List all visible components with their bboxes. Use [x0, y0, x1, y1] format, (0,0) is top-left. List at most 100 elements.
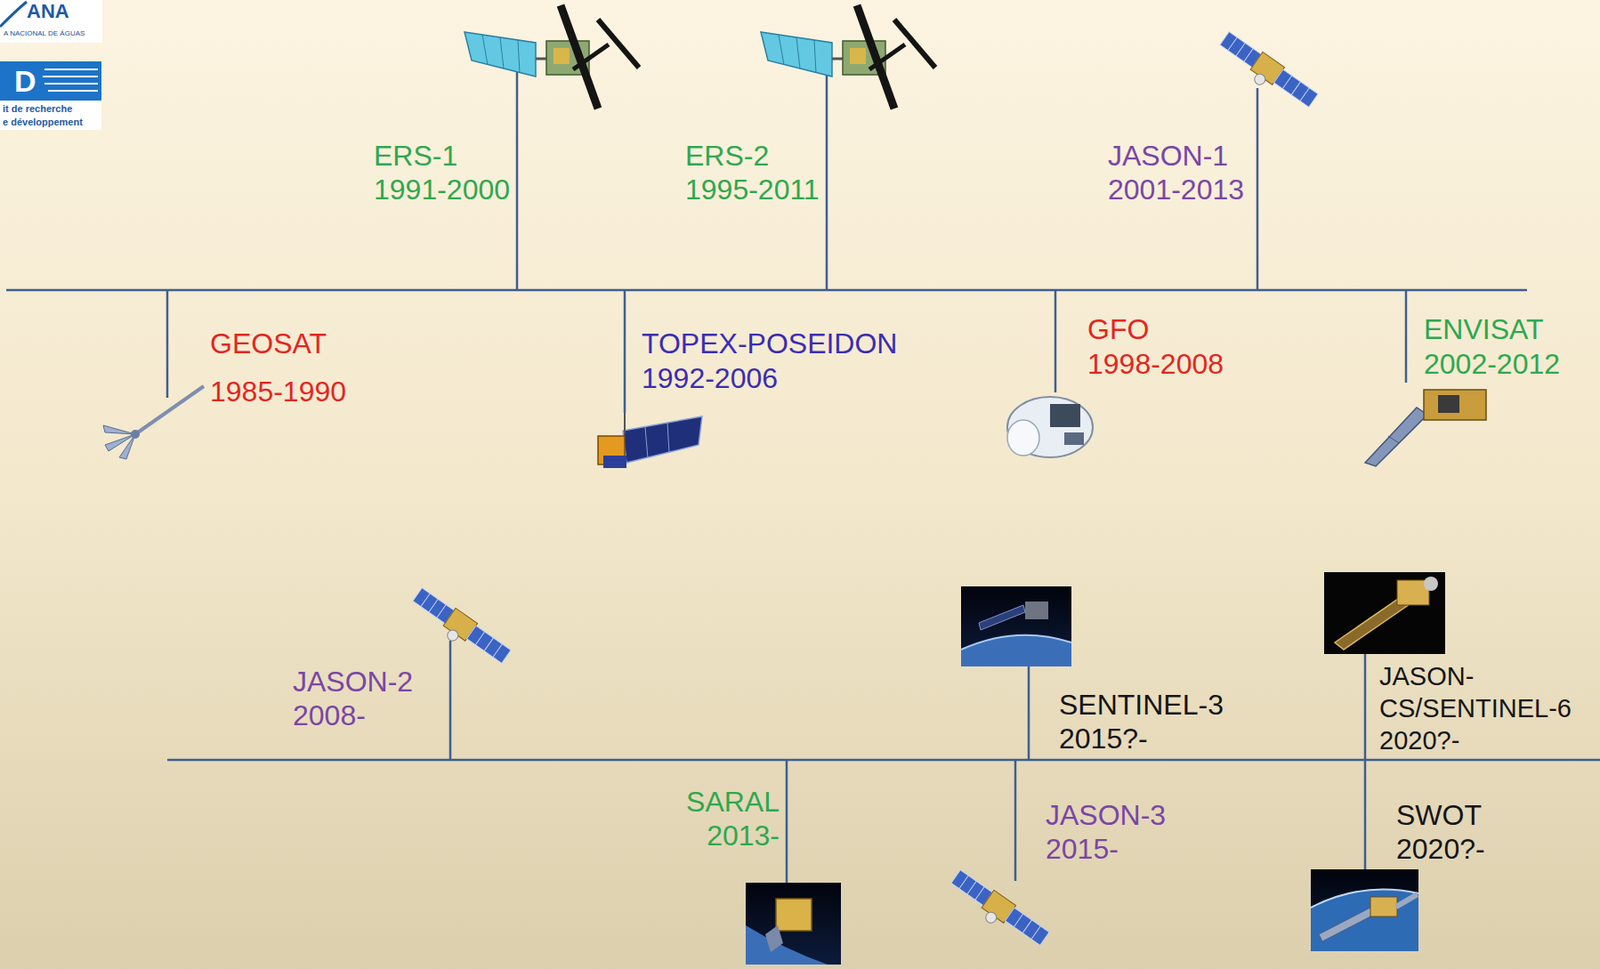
- satellite-name: SENTINEL-3: [1058, 687, 1224, 722]
- satellite-name: GEOSAT: [210, 326, 327, 361]
- envisat-icon: [1423, 389, 1487, 421]
- timeline-tick: [167, 71, 1407, 883]
- text-part: de: [11, 103, 24, 114]
- mission-years: 2002-2012: [1423, 347, 1560, 381]
- satellite-name: SWOT: [1396, 798, 1482, 833]
- satellite-icon: [945, 867, 1051, 954]
- envisat-icon: [1365, 407, 1428, 467]
- satellite-name: JASON-2: [292, 664, 413, 699]
- timeline-tick: [449, 640, 453, 760]
- logo-art: [0, 61, 102, 101]
- text-part: A: [3, 29, 9, 38]
- satellite-name: ENVISAT: [1423, 312, 1544, 347]
- timeline-tick: [1054, 290, 1058, 393]
- text-part: GEOSAT: [210, 327, 327, 360]
- timeline-tick: [1027, 666, 1031, 760]
- mission-years: 2001-2013: [1107, 172, 1245, 207]
- topex-icon: [603, 455, 627, 469]
- text-part: ANA: [26, 0, 70, 23]
- logo-text: it de recherche: [2, 102, 73, 115]
- satellite-icon: [760, 5, 936, 109]
- satellite-photo: [1395, 891, 1419, 910]
- text-part: 1991-2000: [373, 173, 510, 206]
- envisat-icon: [1438, 395, 1460, 413]
- geosat-icon: [103, 386, 204, 460]
- logo-text: e développement: [2, 115, 83, 129]
- text-part: JASON-2: [292, 665, 413, 698]
- timeline-axis: [6, 290, 1600, 760]
- satellite-photo: [1324, 572, 1446, 655]
- satellite-photo: [961, 586, 1072, 667]
- satellite-name: JASON- CS/SENTINEL-6: [1379, 660, 1598, 725]
- gfo-icon: [1007, 396, 1093, 458]
- text-part: D: [14, 64, 37, 98]
- text-part: DE: [48, 29, 58, 38]
- satellite-icon: [406, 5, 1320, 954]
- satellite-name: ERS-1: [373, 138, 458, 173]
- timeline-tick: [623, 290, 627, 413]
- satellite-name: GFO: [1087, 312, 1149, 347]
- gfo-icon: [1064, 432, 1084, 445]
- text-part: ERS-1: [373, 139, 458, 172]
- text-part: e: [2, 116, 9, 128]
- logo-art: [44, 68, 98, 71]
- mission-years: 1992-2006: [641, 361, 778, 396]
- mission-years: 2020?-: [1379, 724, 1460, 757]
- envisat-icon: [1365, 389, 1487, 467]
- topex-icon: [667, 422, 670, 453]
- timeline-tick: [785, 759, 789, 883]
- satellite-photo: [1025, 601, 1049, 620]
- text-part: 2020?-: [1396, 832, 1486, 865]
- mission-years: 2015-: [1045, 832, 1119, 866]
- timeline-tick: [1014, 759, 1018, 881]
- mission-years: 2008-: [292, 698, 366, 733]
- satellite-name: ERS-2: [685, 138, 769, 173]
- mission-years: 1991-2000: [373, 172, 510, 207]
- logo-art: [0, 1, 27, 27]
- text-part: CS/SENTINEL-6: [1379, 694, 1572, 723]
- text-part: GFO: [1087, 313, 1149, 346]
- satellite-name: TOPEX-POSEIDON: [641, 326, 897, 361]
- text-part: 2013-: [706, 819, 780, 852]
- satellite-photo: [1318, 907, 1374, 942]
- envisat-icon: [1388, 436, 1399, 444]
- logo-art: [0, 100, 102, 130]
- satellite-photo: [775, 898, 812, 931]
- text-part: 2008-: [292, 699, 366, 732]
- gfo-icon: [1050, 404, 1081, 428]
- text-part: ERS-2: [685, 139, 769, 172]
- text-part: JASON-3: [1045, 799, 1166, 832]
- timeline-tick: [825, 71, 829, 291]
- logo-art: [48, 89, 98, 92]
- logo-art: [0, 0, 103, 130]
- logo-art: [42, 75, 98, 78]
- topex-icon: [597, 412, 703, 469]
- logo-text: ANA: [26, 0, 70, 24]
- text-part: JASON-: [1379, 662, 1474, 691]
- logo-text: A NACIONAL DE ÁGUAS: [3, 29, 85, 39]
- satellite-photo: [961, 635, 1072, 650]
- text-part: it: [2, 103, 9, 114]
- topex-icon: [622, 416, 703, 463]
- topex-icon: [623, 412, 626, 435]
- text-part: SWOT: [1396, 799, 1482, 832]
- text-part: ENVISAT: [1423, 313, 1544, 346]
- satellite-photo: [961, 635, 1072, 667]
- text-part: 2020?-: [1379, 726, 1460, 755]
- satellite-photo: [1423, 576, 1439, 591]
- satellite-photo: [1310, 889, 1419, 952]
- text-part: 1995-2011: [685, 173, 820, 206]
- text-part: JASON-1: [1107, 139, 1229, 172]
- satellite-name: JASON-3: [1045, 798, 1166, 833]
- geosat-icon: [130, 429, 140, 439]
- mission-years: 1985-1990: [210, 374, 347, 409]
- satellite-name: SARAL: [686, 784, 780, 819]
- text-part: SARAL: [686, 785, 780, 818]
- text-part: 2015-: [1045, 832, 1119, 865]
- gfo-icon: [1007, 420, 1040, 456]
- satellite-photo: [1370, 896, 1398, 917]
- satellite-icon: [464, 5, 639, 109]
- text-part: 2015?-: [1058, 722, 1148, 755]
- timeline-tick: [516, 71, 519, 291]
- geosat-icon: [103, 425, 136, 435]
